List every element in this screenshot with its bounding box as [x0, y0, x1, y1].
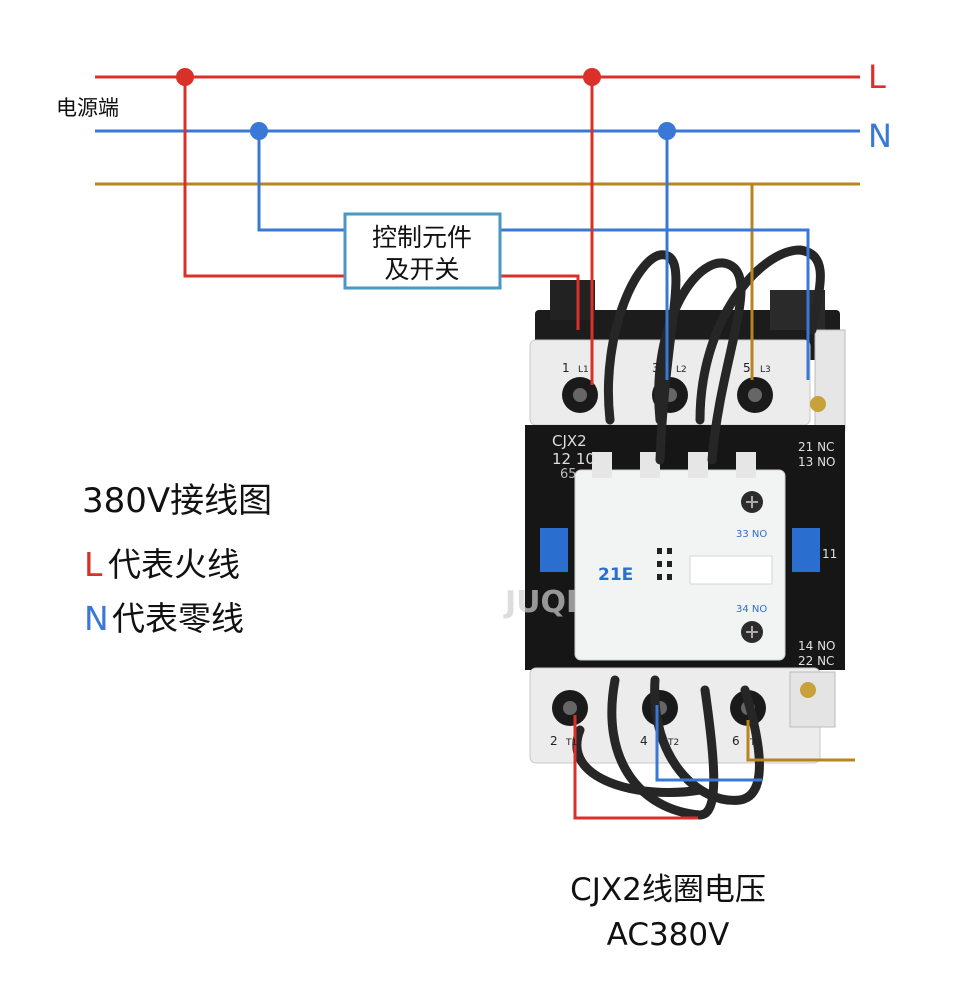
aux-brass-screw: [800, 682, 816, 698]
bottom-terminal-tag: T2: [667, 738, 679, 748]
aux-module-clip: [736, 452, 756, 478]
top-terminal-num: 1: [562, 361, 570, 375]
aux-module-clip: [640, 452, 660, 478]
model-line3: 65: [560, 467, 577, 482]
top-terminal-tag: L2: [676, 365, 687, 375]
third-wire: [95, 182, 860, 762]
bottom-terminal-num: 6: [732, 734, 740, 748]
watermark: JUQI: [503, 585, 577, 620]
contactor-top-bracket: [550, 280, 595, 320]
top-terminal-num: 5: [743, 361, 751, 375]
bottom-terminal-tag: T1: [565, 738, 577, 748]
module-label: 21E: [598, 565, 633, 585]
caption-line1: CJX2线圈电压: [570, 872, 766, 908]
blue-tab-right: [792, 528, 820, 572]
aux-bottom-1: 14 NO: [798, 639, 836, 653]
caption-line2: AC380V: [607, 917, 730, 953]
legend-title: 380V接线图: [82, 481, 272, 521]
contactor-side-aux-bottom: [789, 671, 836, 728]
legend-l-key: L: [84, 545, 103, 584]
n-junction-dot: [658, 122, 676, 140]
aux-top-2: 13 NO: [798, 455, 836, 469]
aux-bottom-2: 22 NC: [798, 654, 834, 668]
l-junction-dot: [583, 68, 601, 86]
switch-box-line2: 及开关: [384, 255, 459, 284]
aux-top-1: 21 NC: [798, 440, 834, 454]
top-terminal-tag: L1: [578, 365, 589, 375]
source-label: 电源端: [56, 96, 119, 120]
l-wire: [95, 75, 860, 820]
legend-n-key: N: [84, 599, 109, 638]
blue-tab-left: [540, 528, 568, 572]
legend-l-text: 代表火线: [108, 545, 240, 584]
top-terminal-tag: L3: [760, 365, 771, 375]
module-bottom-label: 34 NO: [736, 604, 767, 615]
contactor: [525, 280, 846, 764]
legend-n-text: 代表零线: [112, 599, 244, 638]
aux-module-clip: [592, 452, 612, 478]
aux-module-clip: [688, 452, 708, 478]
n-rail-label: N: [868, 117, 892, 155]
top-terminal-num: 3: [652, 361, 660, 375]
aux-module-label-window: [689, 555, 773, 585]
module-top-label: 33 NO: [736, 529, 767, 540]
bottom-terminal-num: 2: [550, 734, 558, 748]
side-label: 11: [822, 547, 837, 561]
n-junction-dot: [250, 122, 268, 140]
switch-box: [343, 212, 502, 290]
contactor-side-aux-top: [814, 329, 846, 431]
model-line1: CJX2: [552, 432, 587, 450]
n-wire: [95, 129, 860, 782]
switch-box-line1: 控制元件: [372, 223, 472, 252]
bottom-terminal-tag: T3: [749, 738, 761, 748]
l-junction-dot: [176, 68, 194, 86]
model-line2: 12 10: [552, 450, 595, 468]
l-rail-label: L: [868, 58, 886, 96]
bottom-terminal-num: 4: [640, 734, 648, 748]
aux-brass-screw: [810, 396, 826, 412]
aux-module-dots: [657, 548, 672, 580]
aux-module: [574, 469, 786, 661]
